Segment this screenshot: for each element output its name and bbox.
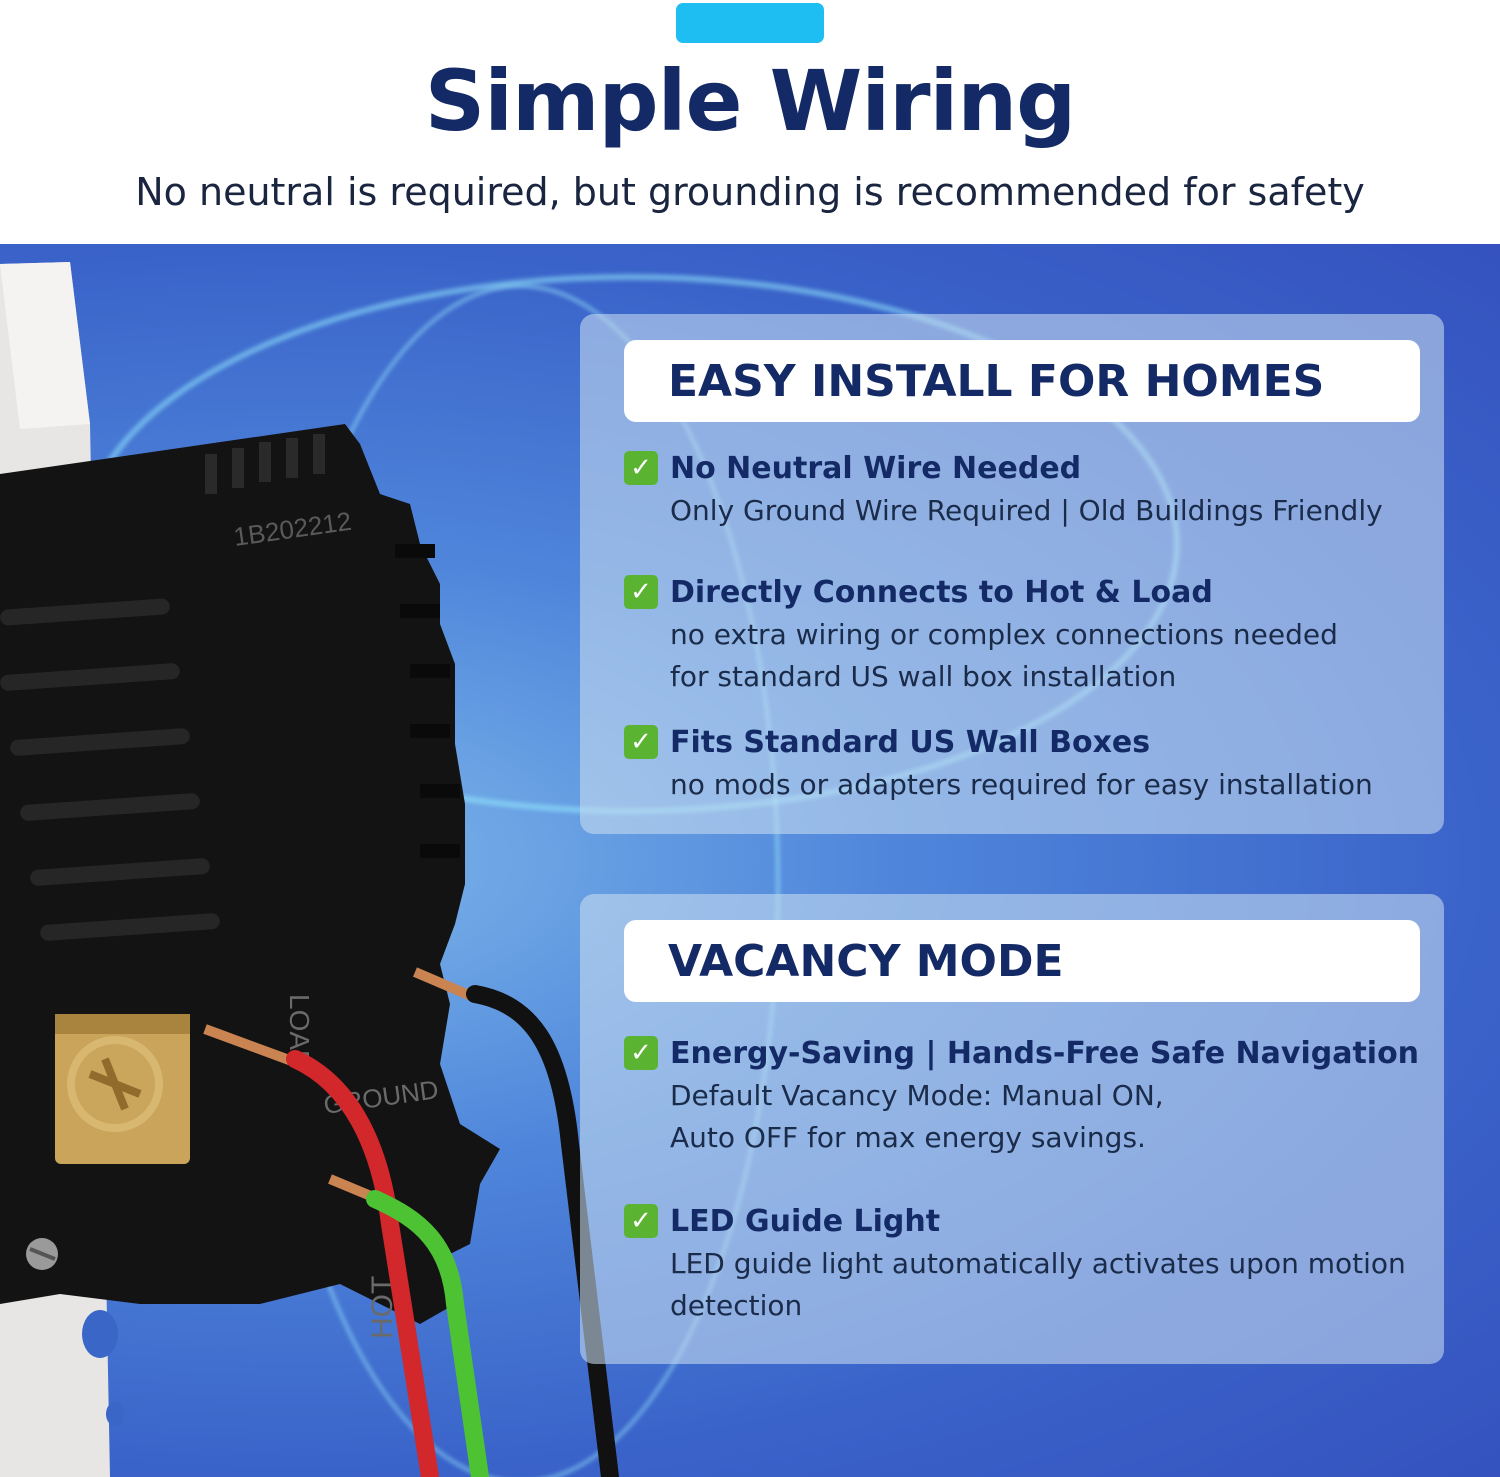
feature-description: no extra wiring or complex connections n… xyxy=(670,618,1338,693)
feature-title: LED Guide Light xyxy=(670,1204,941,1239)
feature-title: Fits Standard US Wall Boxes xyxy=(670,725,1151,760)
feature-description: Only Ground Wire Required | Old Building… xyxy=(670,494,1383,527)
panel-header: VACANCY MODE xyxy=(624,920,1420,1002)
feature-description: no mods or adapters required for easy in… xyxy=(670,768,1373,801)
feature-item: ✓ Fits Standard US Wall Boxes no mods or… xyxy=(624,722,1424,806)
feature-description: LED guide light automatically activates … xyxy=(670,1247,1406,1322)
feature-title: No Neutral Wire Needed xyxy=(670,451,1082,486)
check-mark-icon: ✓ xyxy=(624,1036,658,1070)
hero-section: 1B202212 HOT LOAD GROUND EASY INSTALL FO… xyxy=(0,244,1500,1477)
panel-title: VACANCY MODE xyxy=(668,935,1064,987)
feature-item: ✓ LED Guide Light LED guide light automa… xyxy=(624,1201,1424,1327)
feature-title: Energy-Saving | Hands-Free Safe Navigati… xyxy=(670,1036,1420,1071)
switch-device-illustration: 1B202212 HOT LOAD GROUND xyxy=(0,262,619,1477)
ground-wire xyxy=(366,1190,489,1477)
check-mark-icon: ✓ xyxy=(624,451,658,485)
feature-item: ✓ Directly Connects to Hot & Load no ext… xyxy=(624,572,1424,698)
vacancy-mode-panel: VACANCY MODE ✓ Energy-Saving | Hands-Fre… xyxy=(580,894,1444,1364)
check-mark-icon: ✓ xyxy=(624,725,658,759)
feature-title: Directly Connects to Hot & Load xyxy=(670,575,1213,610)
feature-item: ✓ Energy-Saving | Hands-Free Safe Naviga… xyxy=(624,1033,1424,1159)
panel-title: EASY INSTALL FOR HOMES xyxy=(668,355,1325,407)
page-title: Simple Wiring xyxy=(424,52,1077,150)
feature-description: Default Vacancy Mode: Manual ON, Auto OF… xyxy=(670,1079,1164,1154)
panel-header: EASY INSTALL FOR HOMES xyxy=(624,340,1420,422)
easy-install-panel: EASY INSTALL FOR HOMES ✓ No Neutral Wire… xyxy=(580,314,1444,834)
hot-wire xyxy=(466,985,619,1477)
check-mark-icon: ✓ xyxy=(624,575,658,609)
feature-item: ✓ No Neutral Wire Needed Only Ground Wir… xyxy=(624,448,1424,532)
page-subtitle: No neutral is required, but grounding is… xyxy=(135,170,1365,214)
top-accent-bar xyxy=(676,3,824,43)
check-mark-icon: ✓ xyxy=(624,1204,658,1238)
